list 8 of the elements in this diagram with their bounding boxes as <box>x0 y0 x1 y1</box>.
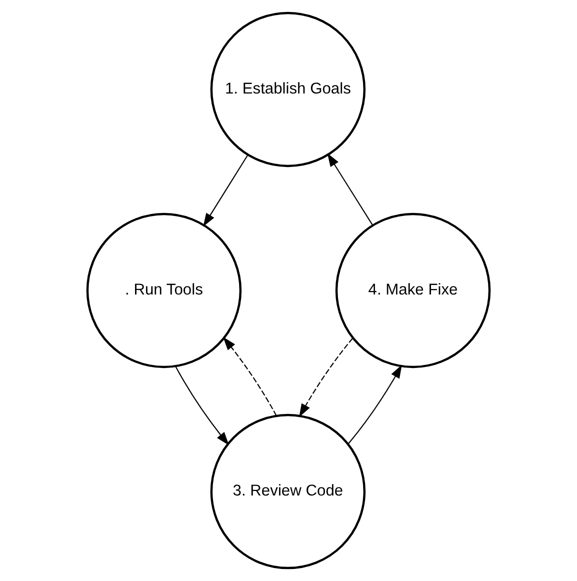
node-circle: 4. Make Fixe <box>335 212 491 368</box>
node-circle: 3. Review Code <box>210 414 366 570</box>
arrow <box>223 336 277 416</box>
arrow <box>299 338 354 418</box>
arrow <box>327 153 374 226</box>
arrow <box>348 364 402 444</box>
arrow <box>203 154 248 227</box>
arrow <box>175 366 230 446</box>
